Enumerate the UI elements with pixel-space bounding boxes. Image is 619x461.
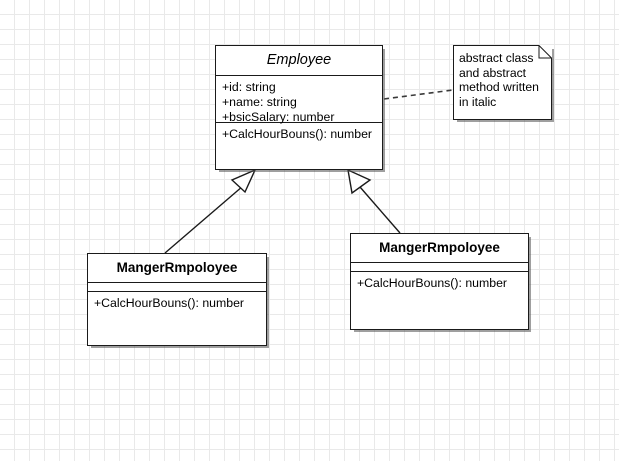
attribute-row: +id: string: [222, 80, 276, 94]
attribute-row: +name: string: [222, 95, 297, 109]
note-text: abstract class and abstract method writt…: [459, 51, 539, 109]
class-title-employee: Employee: [216, 46, 382, 76]
class-box-manager-left[interactable]: MangerRmpoloyee +CalcHourBouns(): number: [87, 253, 267, 346]
attribute-row: +bsicSalary: number: [222, 110, 335, 124]
generalization-left[interactable]: [164, 168, 257, 254]
generalization-left-arrowhead: [230, 168, 257, 194]
method-row: +CalcHourBouns(): number: [94, 296, 245, 310]
class-title-manager-left: MangerRmpoloyee: [88, 254, 266, 283]
class-box-employee[interactable]: Employee +id: string +name: string +bsic…: [215, 45, 383, 170]
generalization-right[interactable]: [347, 168, 401, 234]
note-anchor-line: [383, 89, 454, 100]
class-methods-manager-right: +CalcHourBouns(): number: [351, 272, 528, 295]
note-shape: [453, 45, 552, 120]
class-title-manager-right: MangerRmpoloyee: [351, 234, 528, 263]
generalization-right-line: [359, 186, 401, 234]
class-attributes-manager-right: [351, 263, 528, 272]
generalization-right-arrowhead: [347, 168, 372, 195]
generalization-left-line: [164, 185, 244, 254]
method-row: +CalcHourBouns(): number: [222, 127, 373, 141]
method-row: +CalcHourBouns(): number: [357, 276, 508, 290]
class-attributes-manager-left: [88, 283, 266, 292]
class-box-manager-right[interactable]: MangerRmpoloyee +CalcHourBouns(): number: [350, 233, 529, 330]
note-abstract-italic[interactable]: abstract class and abstract method writt…: [453, 45, 552, 120]
class-methods-employee: +CalcHourBouns(): number: [216, 123, 382, 146]
class-attributes-employee: +id: string +name: string +bsicSalary: n…: [216, 76, 382, 124]
class-methods-manager-left: +CalcHourBouns(): number: [88, 292, 266, 315]
